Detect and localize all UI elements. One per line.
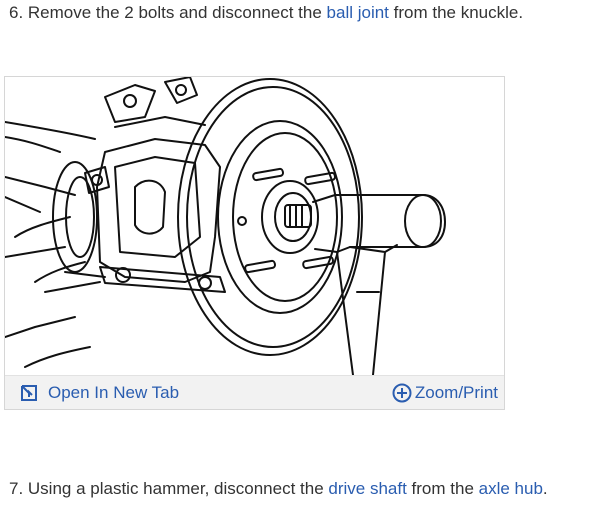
figure-toolbar: Open In New Tab Zoom/Print <box>5 375 504 409</box>
instruction-figure: Open In New Tab Zoom/Print <box>4 76 505 410</box>
brake-rotor-illustration <box>5 77 446 375</box>
step-6-instruction: 6. Remove the 2 bolts and disconnect the… <box>9 2 523 24</box>
step-7-text-middle: from the <box>406 479 479 498</box>
step-6-text-after: from the knuckle. <box>388 3 524 22</box>
axle-hub-link[interactable]: axle hub <box>478 479 543 498</box>
step-6-text-before: 6. Remove the 2 bolts and disconnect the <box>9 3 327 22</box>
open-in-new-tab-label: Open In New Tab <box>48 382 180 402</box>
step-7-text-after: . <box>542 479 548 498</box>
step-7-instruction: 7. Using a plastic hammer, disconnect th… <box>9 478 548 500</box>
zoom-print-button[interactable]: Zoom/Print <box>392 376 498 409</box>
zoom-print-label: Zoom/Print <box>414 382 498 402</box>
open-new-tab-icon <box>21 384 37 401</box>
open-in-new-tab-button[interactable]: Open In New Tab <box>19 376 179 409</box>
ball-joint-link[interactable]: ball joint <box>326 3 389 22</box>
plus-circle-icon <box>392 383 412 402</box>
drive-shaft-link[interactable]: drive shaft <box>328 479 407 498</box>
step-7-text-before: 7. Using a plastic hammer, disconnect th… <box>9 479 329 498</box>
